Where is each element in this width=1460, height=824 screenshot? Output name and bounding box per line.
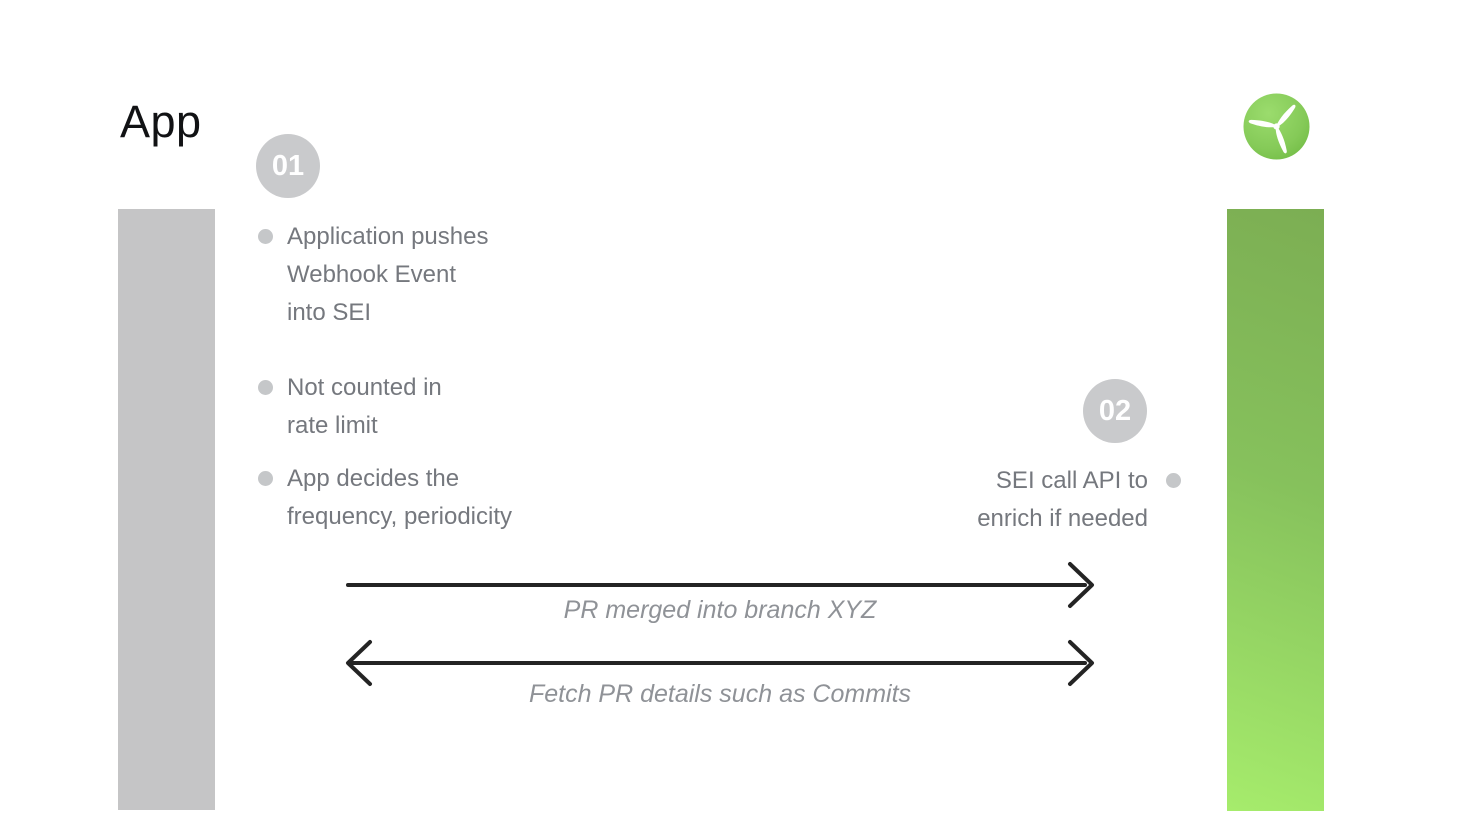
arrow-fetch-details bbox=[346, 640, 1094, 686]
note-line: rate limit bbox=[287, 412, 378, 439]
bullet-icon bbox=[1166, 473, 1181, 488]
sei-column-bar bbox=[1227, 209, 1324, 811]
wind-turbine-icon bbox=[1243, 93, 1310, 160]
bullet-icon bbox=[258, 229, 273, 244]
flow-arrows bbox=[346, 562, 1094, 686]
bullet-icon bbox=[258, 471, 273, 486]
note-line: Application pushes bbox=[287, 223, 489, 250]
note-line: frequency, periodicity bbox=[287, 503, 512, 530]
note-frequency: App decides the frequency, periodicity bbox=[287, 460, 512, 536]
arrow-pr-merged bbox=[346, 562, 1094, 608]
arrow-label-pr-merged: PR merged into branch XYZ bbox=[563, 596, 877, 624]
page-title: App bbox=[120, 96, 202, 147]
note-line: into SEI bbox=[287, 299, 372, 326]
note-line: App decides the bbox=[287, 465, 460, 492]
note-line: Webhook Event bbox=[287, 261, 456, 288]
app-column-bar bbox=[118, 209, 215, 810]
note-rate-limit: Not counted in rate limit bbox=[287, 369, 442, 445]
bullet-icon bbox=[258, 380, 273, 395]
note-sei-enrich: SEI call API to enrich if needed bbox=[977, 462, 1148, 538]
step-badge-01: 01 bbox=[256, 134, 320, 198]
arrow-label-fetch-details: Fetch PR details such as Commits bbox=[528, 680, 912, 708]
note-webhook-push: Application pushes Webhook Event into SE… bbox=[287, 218, 488, 332]
step-badge-02: 02 bbox=[1083, 379, 1147, 443]
note-line: enrich if needed bbox=[977, 505, 1148, 532]
note-line: Not counted in bbox=[287, 374, 442, 401]
note-line: SEI call API to bbox=[995, 467, 1148, 494]
